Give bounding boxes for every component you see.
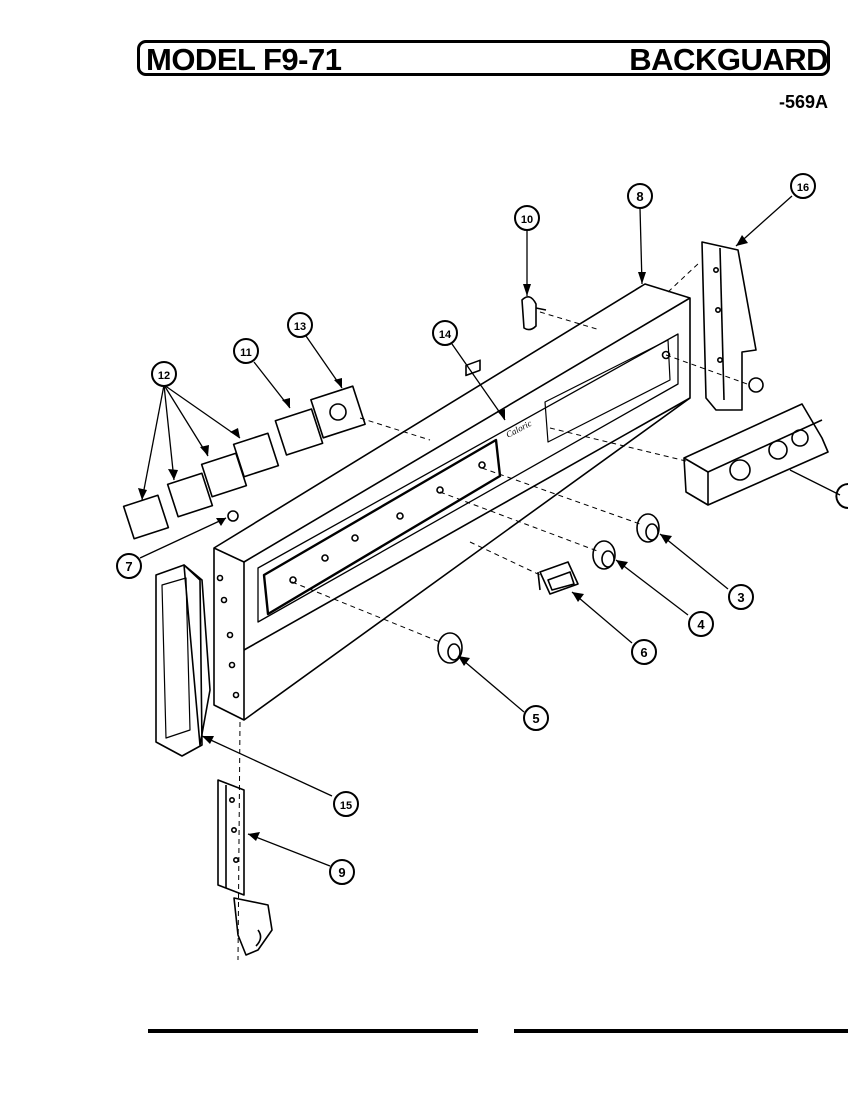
- model-title: MODEL F9-71: [146, 42, 342, 77]
- callout-4-label: 4: [697, 617, 705, 632]
- callout-15: 15: [333, 791, 359, 817]
- callout-16-label: 16: [797, 182, 809, 194]
- callout-5-label: 5: [532, 711, 539, 726]
- indicator-lamp: [521, 296, 547, 331]
- callout-14: 14: [432, 320, 458, 346]
- callout-7-label: 7: [125, 559, 132, 574]
- backguard-panel: Caloric: [213, 283, 691, 721]
- callout-8-label: 8: [636, 189, 643, 204]
- callout-7: 7: [116, 553, 142, 579]
- callout-4: 4: [688, 611, 714, 637]
- callout-5: 5: [523, 705, 549, 731]
- footer-rule-left: [148, 1029, 478, 1033]
- page-code: -569A: [778, 92, 828, 112]
- callout-9-label: 9: [338, 865, 345, 880]
- callout-10: 10: [514, 205, 540, 231]
- rocker-switch: [537, 561, 579, 595]
- callout-8: 8: [627, 183, 653, 209]
- header-frame: [137, 40, 830, 76]
- infinite-switches: [122, 385, 366, 540]
- callout-9: 9: [329, 859, 355, 885]
- callout-16: 16: [790, 173, 816, 199]
- callout-3: 3: [728, 584, 754, 610]
- callout-13: 13: [287, 312, 313, 338]
- callout-11-label: 11: [240, 347, 252, 359]
- section-title: BACKGUARD: [629, 42, 828, 77]
- callout-12-label: 12: [158, 370, 170, 382]
- clock-housing: [683, 377, 829, 506]
- left-bracket: [217, 779, 273, 956]
- callout-15-label: 15: [340, 800, 352, 812]
- callout-3-label: 3: [737, 590, 744, 605]
- callout-6: 6: [631, 639, 657, 665]
- callout-12: 12: [151, 361, 177, 387]
- callout-11: 11: [233, 338, 259, 364]
- left-end-cap: [155, 564, 211, 757]
- callout-6-label: 6: [640, 645, 647, 660]
- callout-10-label: 10: [521, 214, 533, 226]
- control-knobs: [437, 513, 660, 664]
- right-bracket: [701, 241, 757, 411]
- footer-rule-right: [514, 1029, 848, 1033]
- callout-14-label: 14: [439, 329, 452, 341]
- callout-13-label: 13: [294, 321, 306, 333]
